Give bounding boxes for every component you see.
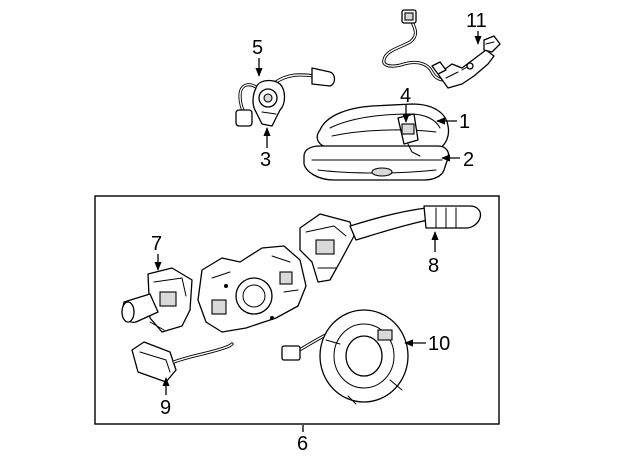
headlamp-switch-part: [121, 267, 193, 333]
wiring-harness-part: [382, 9, 501, 89]
callout-11: 11: [466, 10, 487, 32]
callout-4: 4: [400, 85, 411, 107]
connector-module-part: [131, 341, 234, 383]
callout-9: 9: [160, 397, 171, 419]
callout-7: 7: [151, 233, 162, 255]
assembly-frame: [94, 195, 500, 425]
clock-spring-part: [281, 309, 409, 405]
combination-switch-lever-part: [299, 205, 482, 283]
column-cover-part: [303, 103, 450, 181]
switch-bracket-part: [197, 245, 307, 333]
callout-6: 6: [297, 433, 308, 455]
sensor-part: [235, 67, 336, 127]
callout-10: 10: [428, 333, 450, 355]
callout-8: 8: [428, 255, 439, 277]
callout-3: 3: [260, 149, 271, 171]
callout-1: 1: [459, 111, 470, 133]
callout-5: 5: [252, 37, 263, 59]
callout-2: 2: [463, 149, 474, 171]
